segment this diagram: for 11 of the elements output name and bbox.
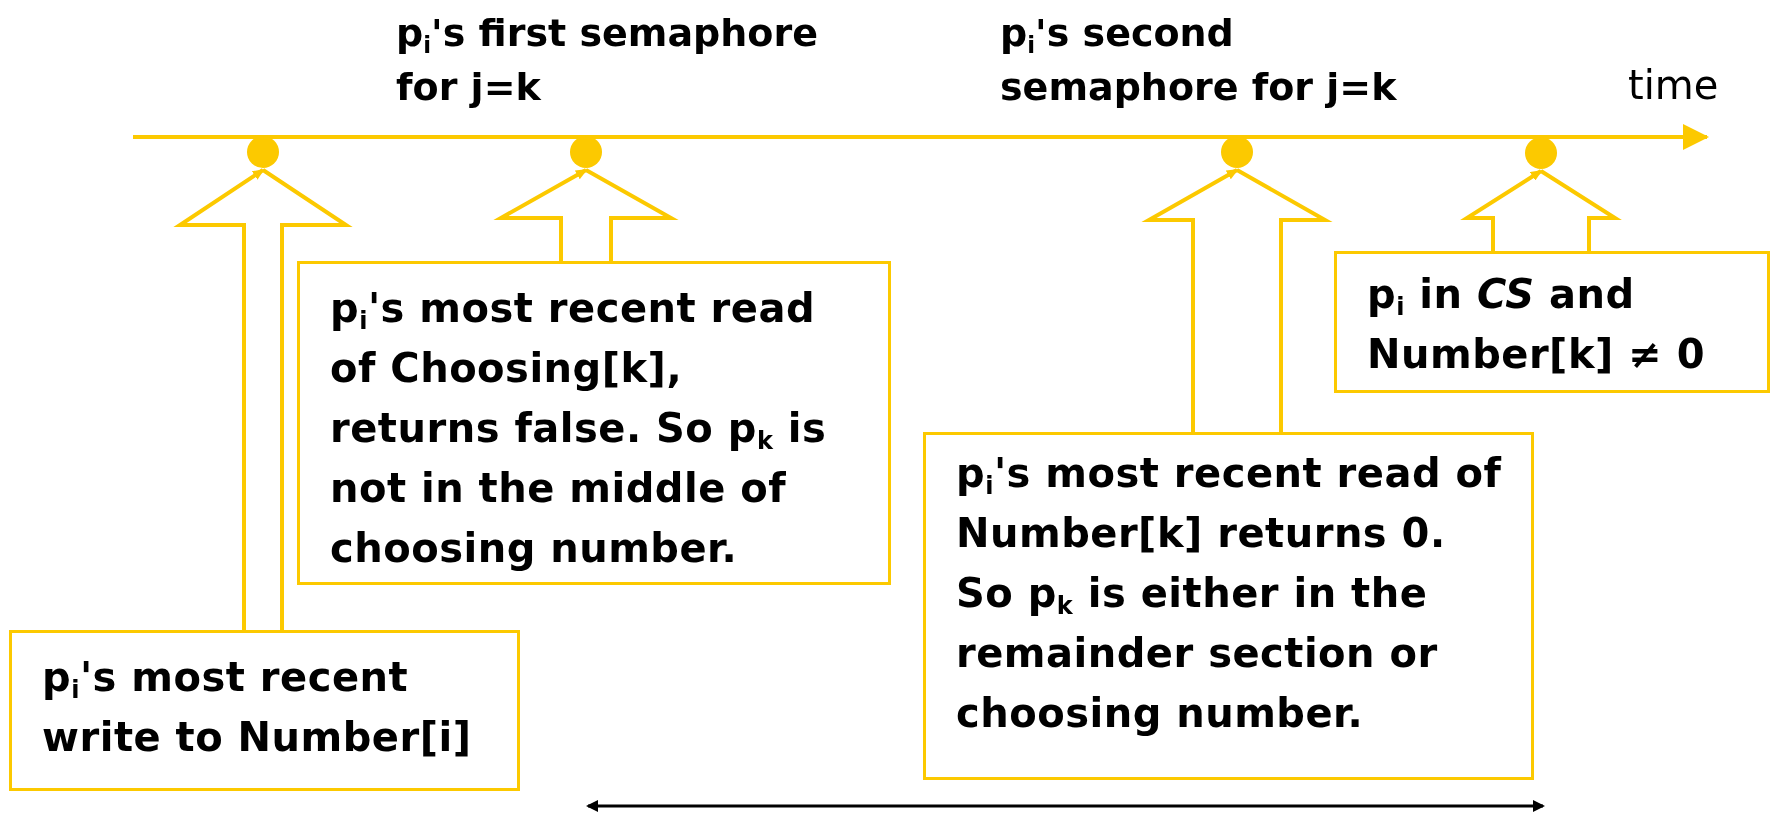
event-label: p$_{i}$'s second semaphore for j=k [1000, 10, 1398, 111]
callout-box: p$_{i}$ in CS and Number[k] ≠ 0 [1334, 251, 1770, 393]
callout-box: p$_{i}$'s most recent write to Number[i] [9, 630, 520, 791]
timeline-dot [1525, 137, 1557, 169]
callout-box: p$_{i}$'s most recent read of Number[k] returns 0. So p$_{k}$ is either in the remainder section or choosing number. [923, 432, 1534, 780]
timeline-dot [247, 136, 279, 168]
callout-box: p$_{i}$'s most recent read of Choosing[k], returns false. So p$_{k}$ is not in the middle of choosing number. [297, 261, 891, 585]
axis-label: time [1628, 62, 1719, 108]
event-label: p$_{i}$'s first semaphore for j=k [396, 10, 819, 111]
timeline-dot [1221, 136, 1253, 168]
timeline-dot [570, 136, 602, 168]
